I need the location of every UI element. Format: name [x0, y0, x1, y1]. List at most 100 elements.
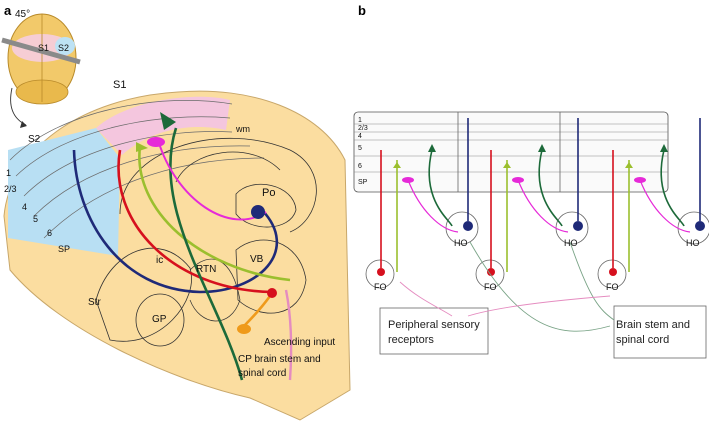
dark-green-axon-1 — [428, 149, 453, 227]
lime-soma-1 — [393, 162, 401, 168]
fo-neuron-3 — [609, 268, 617, 276]
layer-label-b-3: 5 — [358, 145, 362, 152]
layer-label-b-2: 4 — [358, 133, 362, 140]
gp-label: GP — [152, 314, 167, 325]
layer-label-b-0: 1 — [358, 117, 362, 124]
peripheral-box-line1: Peripheral sensory — [388, 319, 480, 331]
layer-line-4 — [33, 145, 251, 217]
l5-neuron — [160, 112, 176, 130]
ho-neuron-2 — [573, 221, 583, 231]
ho-label-1: HO — [454, 238, 468, 248]
vb-neuron — [267, 288, 277, 298]
layer-label-b-1: 2/3 — [358, 125, 368, 132]
s2-inset-region — [55, 37, 75, 55]
layer-label-a-2: 4 — [22, 202, 27, 212]
fo-label-1: FO — [374, 282, 387, 292]
panel-a-label: a — [4, 3, 12, 18]
fo-neuron-1 — [377, 268, 385, 276]
s1-region — [96, 96, 230, 155]
sp-neuron — [147, 137, 165, 147]
layer-label-a-4: 6 — [47, 228, 52, 238]
rtn-outline — [189, 258, 241, 322]
coronal-section — [3, 90, 351, 421]
inset-s1-label: S1 — [38, 43, 49, 53]
ic-label: ic — [156, 255, 163, 266]
layer-label-b-4: 6 — [358, 163, 362, 170]
layer-label-b-5: SP — [358, 179, 368, 186]
ascending-input-line — [284, 289, 293, 381]
l6-neuron — [136, 142, 148, 152]
gp-outline — [135, 293, 185, 347]
hippocampus-arc — [175, 151, 281, 183]
lime-soma-2 — [503, 162, 511, 168]
po-label: Po — [262, 187, 275, 199]
lime-projection — [138, 145, 291, 282]
ho-label-3: HO — [686, 238, 700, 248]
rtn-label: RTN — [196, 264, 216, 275]
lime-soma-3 — [625, 162, 633, 168]
circuit-module-3: FO HO — [597, 118, 709, 292]
cutting-plane — [1, 37, 81, 65]
receptor-connection-2 — [467, 295, 611, 317]
dark-green-axon-3 — [660, 149, 685, 227]
dark-green-soma-3 — [660, 144, 668, 152]
dark-green-soma-1 — [428, 144, 436, 152]
layer-line-1 — [9, 100, 233, 161]
brain-inset: 45° S1 S2 — [1, 9, 81, 128]
inset-arrowhead — [20, 121, 27, 128]
region-labels-a: S1 S2 wm Po ic RTN VB Str GP Ascending i… — [28, 79, 335, 379]
panel-b-label: b — [358, 3, 366, 18]
vb-outline — [235, 239, 307, 314]
s2-label: S2 — [28, 134, 41, 145]
cp-label-line2: spinal cord — [238, 368, 286, 379]
cp-label-line1: CP brain stem and — [238, 354, 321, 365]
magenta-axon-1 — [407, 179, 459, 233]
inset-s2-label: S2 — [58, 43, 69, 53]
red-projection — [117, 149, 273, 294]
layer-line-2 — [15, 116, 231, 177]
ascending-input-label: Ascending input — [264, 337, 335, 348]
layer-label-a-3: 5 — [33, 214, 38, 224]
layer-line-3 — [23, 131, 233, 197]
dark-green-axon-2 — [538, 149, 563, 227]
layer-label-a-1: 2/3 — [4, 184, 17, 194]
dark-green-soma-2 — [538, 144, 546, 152]
striatum-outline — [95, 247, 192, 342]
ho-neuron-3 — [695, 221, 705, 231]
fo-label-3: FO — [606, 282, 619, 292]
vb-label: VB — [250, 254, 264, 265]
str-label: Str — [88, 297, 101, 308]
cross-connection-1 — [469, 241, 611, 332]
panel-a: a 45° S1 S2 — [1, 3, 351, 421]
rtn-neuron — [237, 324, 251, 334]
po-outline — [235, 183, 297, 228]
cross-connection-2 — [569, 241, 615, 321]
projections-a — [72, 112, 293, 381]
navy-projection — [72, 149, 279, 294]
layer-labels-b: 12/34 5 6SP — [358, 117, 368, 186]
s1-label: S1 — [113, 79, 126, 91]
layer-label-a-5: SP — [58, 244, 70, 254]
dark-green-projection — [169, 127, 244, 381]
magenta-projection — [157, 139, 267, 221]
circuit-module-1: FO HO — [365, 118, 479, 292]
layer-lines-b — [354, 112, 668, 192]
ho-neuron-1 — [463, 221, 473, 231]
brainstem-box: Brain stem and spinal cord — [613, 305, 707, 359]
angle-label: 45° — [15, 9, 30, 20]
layer-line-5 — [43, 157, 265, 239]
fo-neuron-2 — [487, 268, 495, 276]
brainstem-box-rect — [613, 305, 707, 359]
po-neuron — [251, 205, 265, 219]
layer-label-a-0: 1 — [6, 168, 11, 178]
fo-label-2: FO — [484, 282, 497, 292]
receptor-connection-1 — [399, 281, 453, 317]
wm-label: wm — [235, 124, 250, 134]
peripheral-box-line2: receptors — [388, 334, 434, 346]
magenta-axon-2 — [517, 179, 569, 233]
brainstem-box-line1: Brain stem and — [616, 319, 690, 331]
